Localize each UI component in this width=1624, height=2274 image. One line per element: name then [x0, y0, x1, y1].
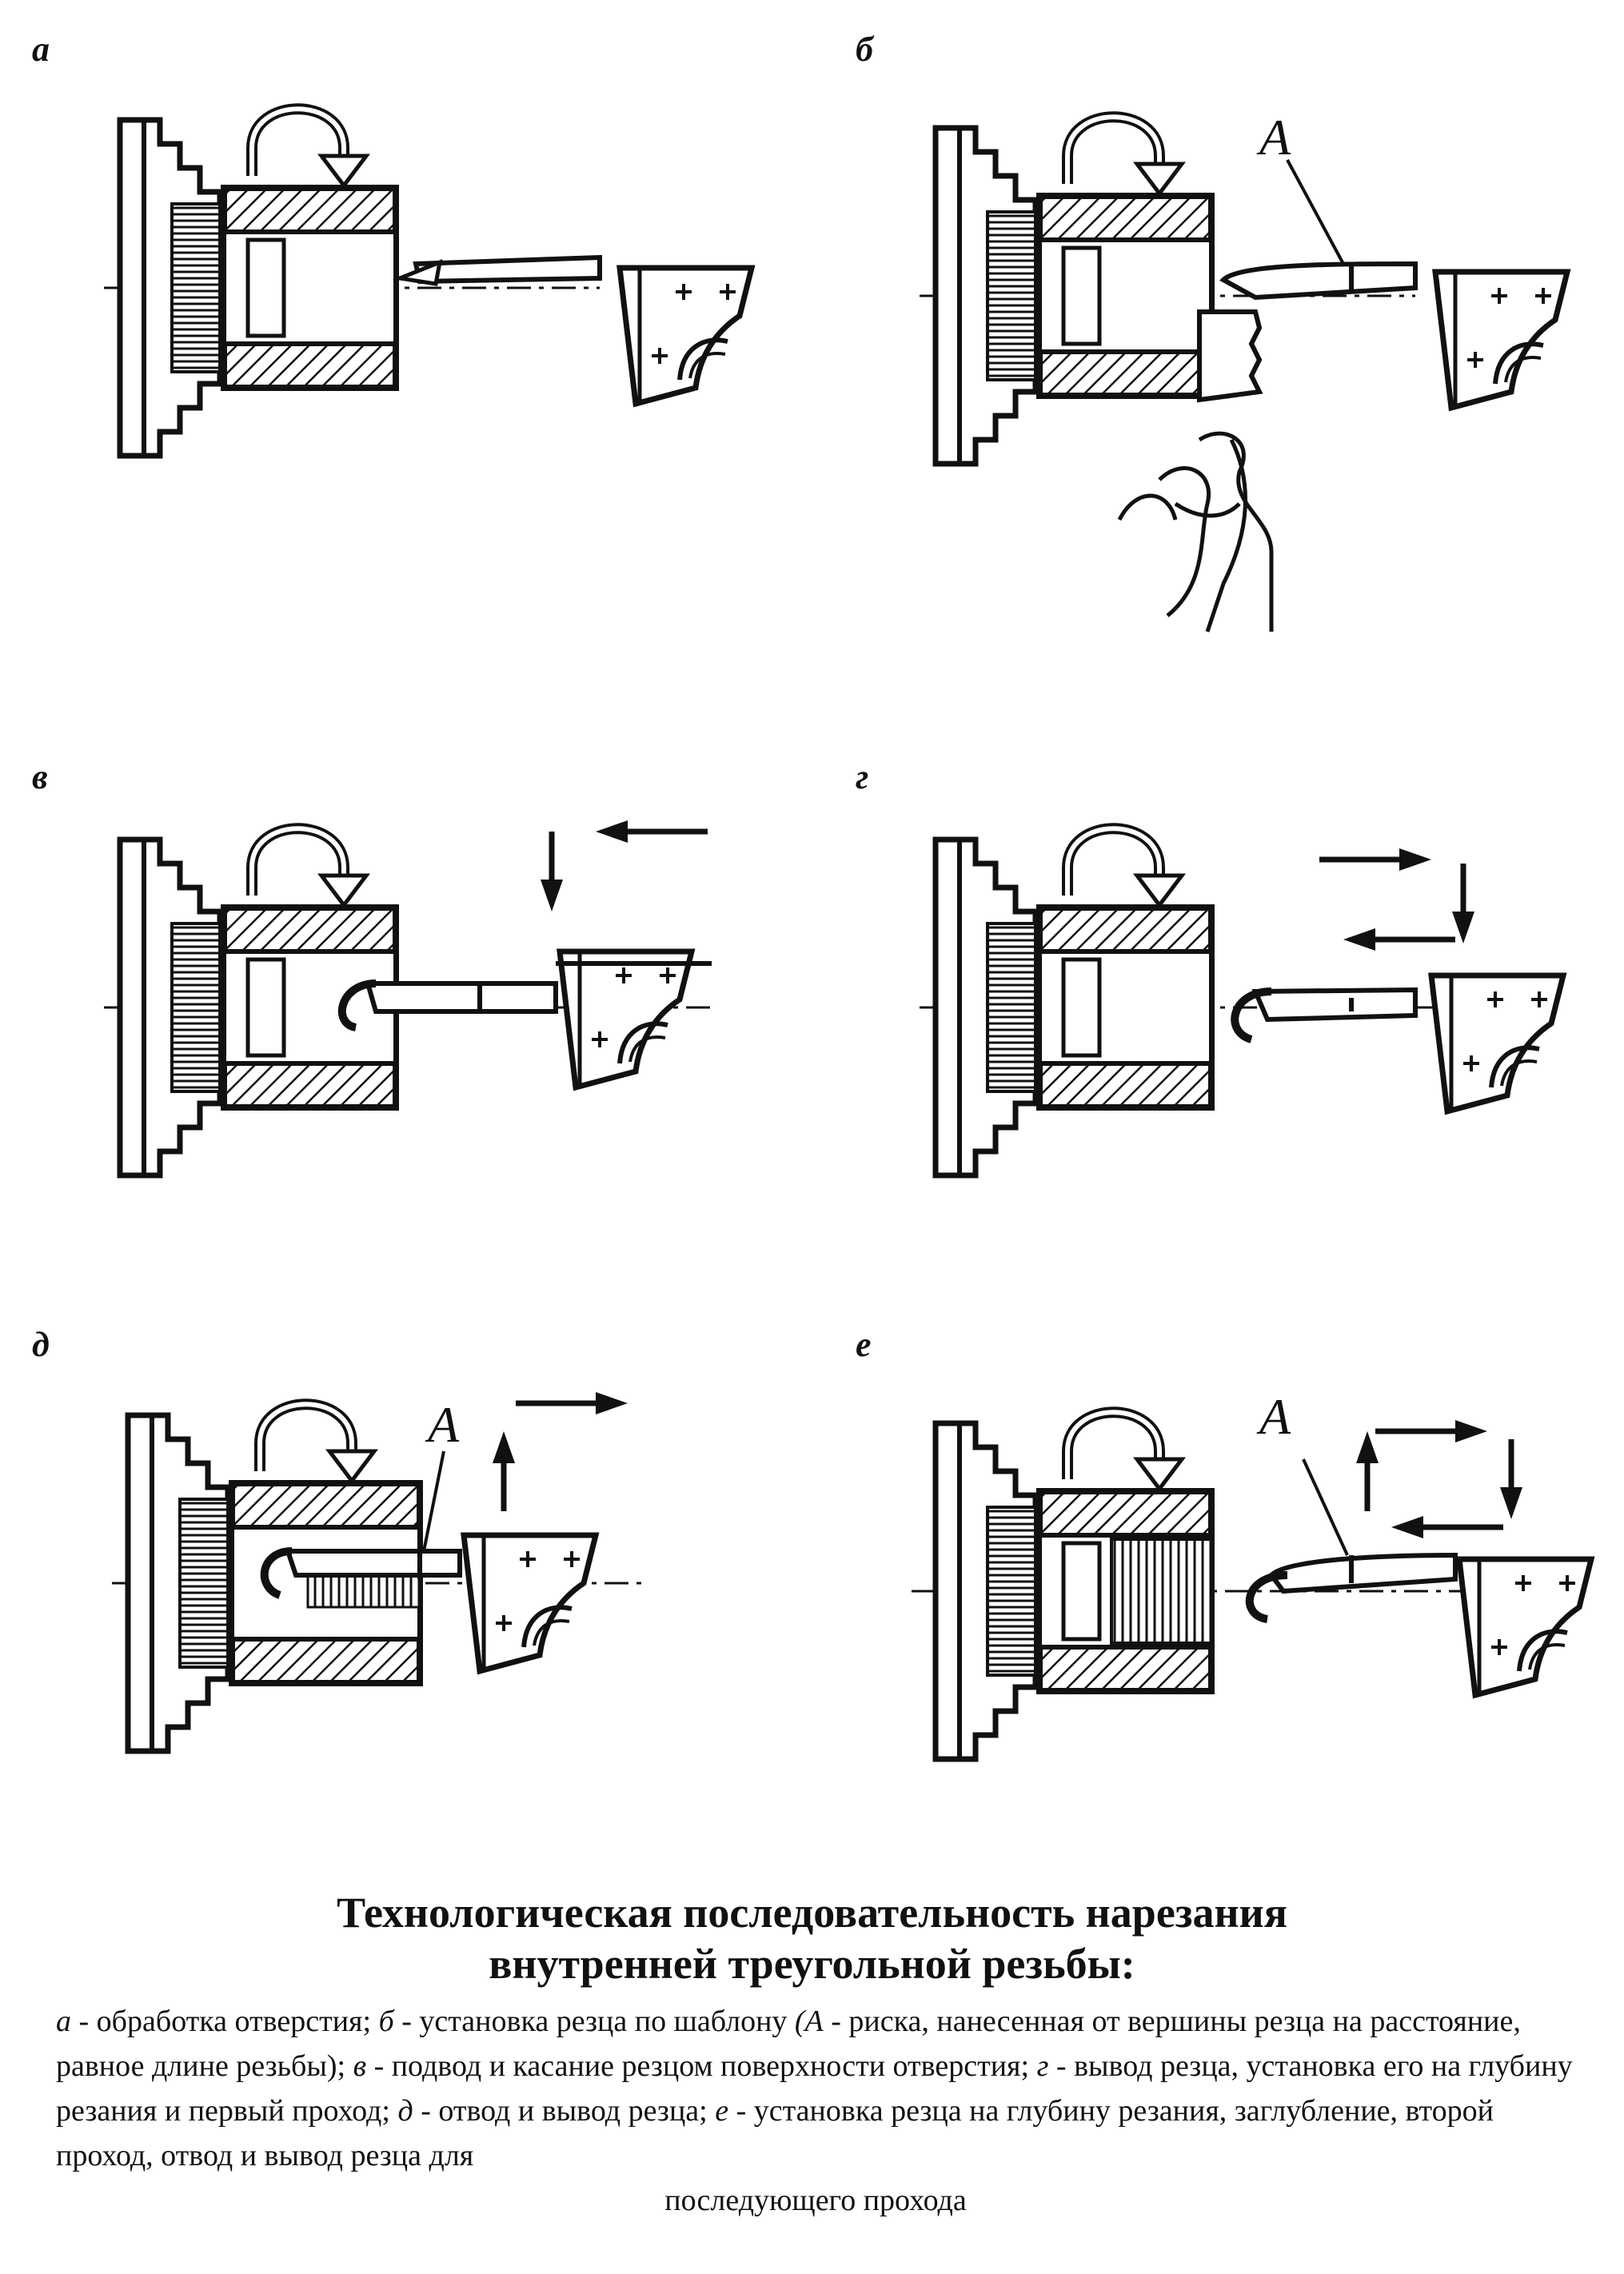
panel-e-drawing — [912, 1311, 1624, 1951]
panel-label-g: г — [856, 757, 869, 796]
caption-text-v: - подвод и касание резцом поверхности от… — [366, 2049, 1037, 2083]
marker-a-label: A — [428, 1396, 460, 1453]
panel-label-e: е — [856, 1325, 872, 1364]
panel-g-drawing — [920, 752, 1624, 1391]
panel-v-drawing — [104, 752, 712, 1391]
caption-paren-open: (А — [794, 2005, 824, 2038]
figure-title-line-2: внутренней треугольной резьбы: — [489, 1940, 1135, 1988]
figure-title: Технологическая последовательность нарез… — [0, 1887, 1624, 1989]
panel-a-drawing — [104, 24, 836, 664]
caption-text-d: - отвод и вывод резца; — [413, 2094, 716, 2128]
caption-letter-e: е — [715, 2094, 729, 2128]
boring-bar — [260, 1450, 462, 1599]
caption-letter-v: в — [353, 2049, 367, 2083]
panel-v: в — [24, 752, 836, 1391]
boring-bar — [1231, 987, 1418, 1043]
caption-last-line: последующего прохода — [664, 2184, 967, 2217]
panel-d: д A — [24, 1311, 836, 1951]
panel-label-v: в — [32, 757, 48, 796]
figure-caption: а - обработка отверстия; б - установка р… — [56, 1999, 1575, 2223]
thread-gauge — [1197, 309, 1263, 403]
caption-text-e: - установка резца на глубину резания, за… — [56, 2094, 1494, 2172]
caption-text-paren: - риска, нанесенная от вершины резца на … — [56, 2005, 1521, 2083]
marker-a-label: A — [1259, 1388, 1291, 1445]
panel-label-b: б — [856, 30, 873, 69]
figure-title-line-1: Технологическая последовательность нарез… — [337, 1889, 1287, 1937]
caption-text-a: - обработка отверстия; — [71, 2005, 379, 2038]
boring-bar — [1245, 1458, 1458, 1623]
caption-letter-a: а — [56, 2005, 71, 2038]
caption-text-g: - вывод резца, установка его на глубину … — [56, 2049, 1573, 2128]
boring-bar — [392, 254, 602, 286]
panel-label-a: а — [32, 30, 50, 69]
panel-b-drawing — [920, 24, 1624, 632]
boring-bar — [337, 979, 558, 1031]
hand — [1117, 431, 1274, 632]
marker-a-label: A — [1259, 109, 1291, 166]
panel-label-d: д — [32, 1325, 50, 1364]
panel-d-drawing — [112, 1311, 648, 1951]
panel-a: а — [24, 24, 836, 664]
caption-text-b: - установка резца по шаблону — [393, 2005, 795, 2038]
boring-bar — [1219, 159, 1418, 301]
caption-letter-b: б — [378, 2005, 394, 2038]
panel-b: б A — [824, 24, 1624, 664]
caption-letter-d: д — [397, 2094, 413, 2128]
caption-letter-g: г — [1036, 2049, 1049, 2083]
panel-g: г — [824, 752, 1624, 1391]
panel-e: е A — [824, 1311, 1624, 1951]
